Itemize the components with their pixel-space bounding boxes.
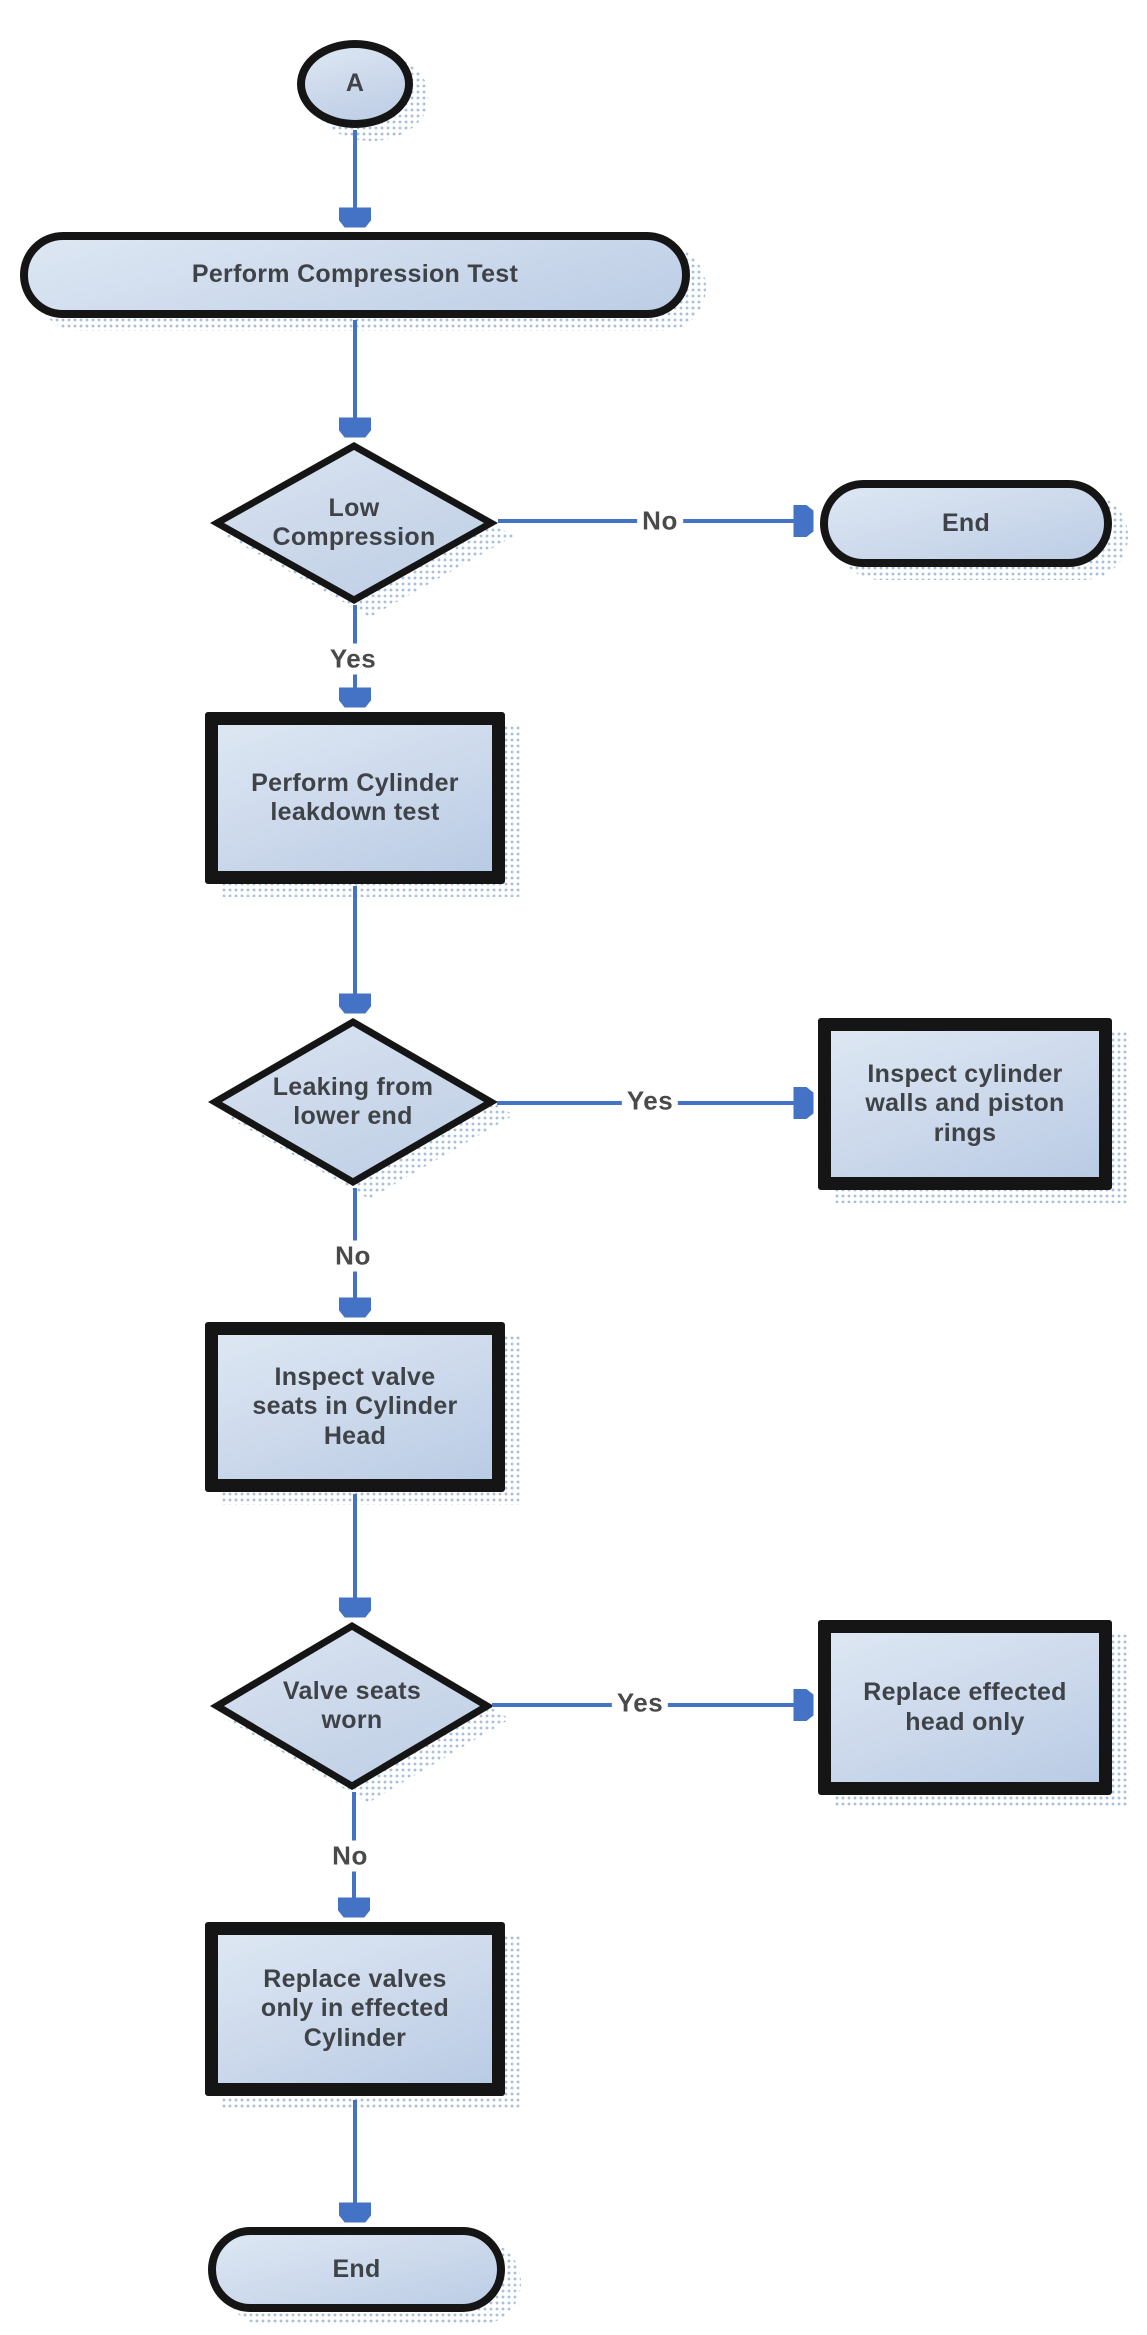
node-label: Low Compression [272, 493, 436, 552]
node-replace-effected-head-only: Replace effected head only [818, 1620, 1128, 1808]
node-inspect-valve-seats-in-cylinder-head: Inspect valve seats in Cylinder Head [205, 1322, 521, 1505]
edge-label-low-compression-yes: Yes [324, 643, 382, 675]
node-label: End [332, 2254, 381, 2283]
node-low-compression: Low Compression [210, 442, 514, 617]
node-valve-seats-worn: Valve seats worn [210, 1622, 510, 1803]
edge-label-leaking-no: No [330, 1240, 376, 1272]
node-label: Replace effected head only [863, 1678, 1067, 1736]
node-end-top: End [820, 480, 1128, 580]
node-label: Inspect cylinder walls and piston rings [865, 1059, 1065, 1147]
edge-label-valve-seats-yes: Yes [611, 1687, 669, 1719]
node-leaking-from-lower-end: Leaking from lower end [208, 1018, 514, 1199]
node-replace-valves-only-in-effected-cylinder: Replace valves only in effected Cylinder [205, 1922, 521, 2109]
node-perform-compression-test: Perform Compression Test [20, 232, 706, 331]
node-label: Valve seats worn [282, 1676, 422, 1735]
node-end-bottom: End [208, 2227, 521, 2325]
edge-label-leaking-yes: Yes [621, 1085, 679, 1117]
node-label: Perform Cylinder leakdown test [251, 768, 459, 827]
node-label: Perform Compression Test [191, 260, 519, 289]
node-connector-a: A [297, 40, 429, 141]
node-label: Inspect valve seats in Cylinder Head [252, 1362, 458, 1450]
edge-label-valve-seats-no: No [327, 1840, 373, 1872]
node-label: Replace valves only in effected Cylinder [260, 1964, 450, 2052]
node-label: End [941, 508, 991, 537]
node-inspect-cylinder-walls-and-piston-rings: Inspect cylinder walls and piston rings [818, 1018, 1128, 1203]
node-label: A [345, 69, 365, 98]
node-perform-cylinder-leakdown-test: Perform Cylinder leakdown test [205, 712, 521, 897]
edge-label-low-compression-no: No [637, 505, 683, 537]
node-label: Leaking from lower end [272, 1072, 434, 1131]
